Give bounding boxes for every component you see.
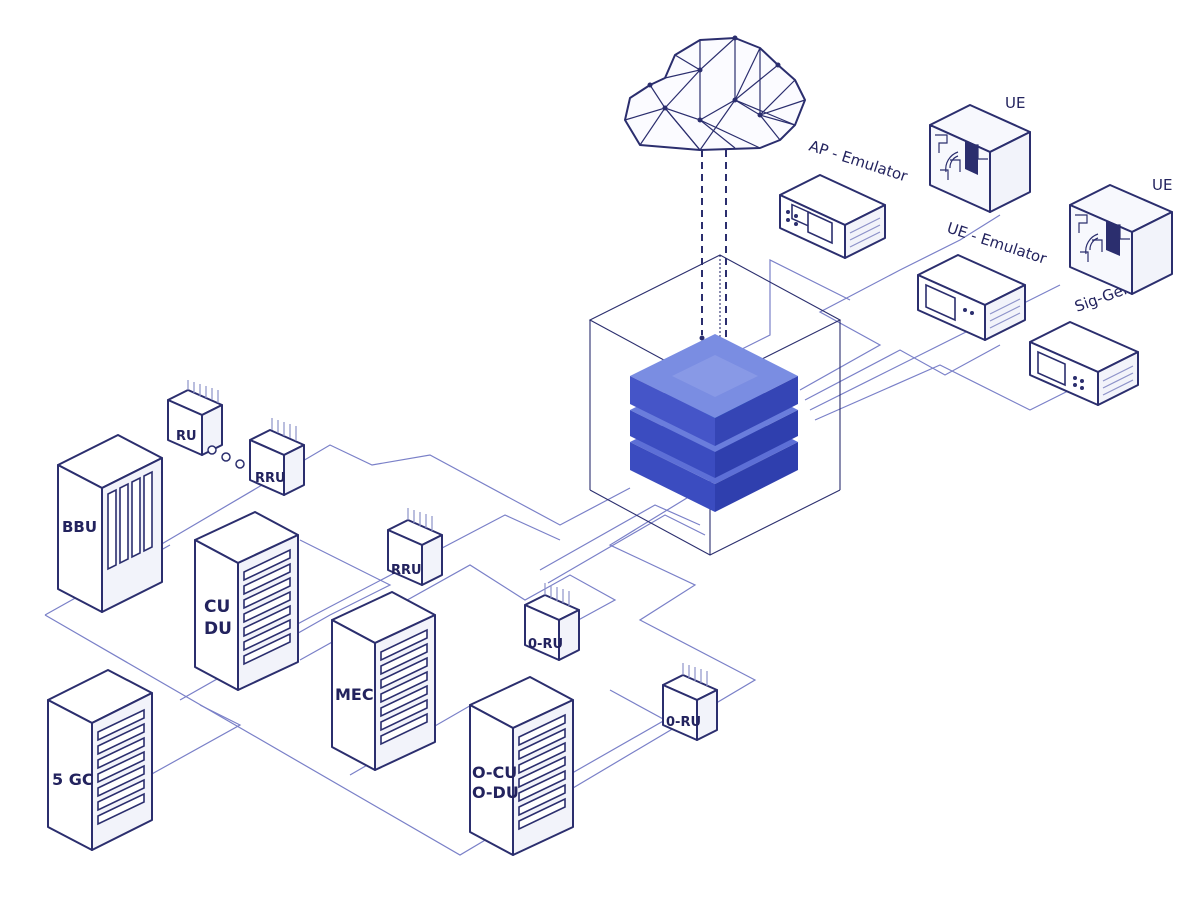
ocu-odu-label-line2: O-DU — [472, 783, 519, 802]
link-ue-top — [799, 214, 1001, 391]
ue-emulator-device: UE - Emulator — [917, 219, 1050, 341]
ocu-odu-rack: O-CU O-DU — [469, 676, 574, 856]
rru-middle-label: RRU — [391, 563, 422, 578]
cu-du-label-line2: DU — [204, 619, 232, 639]
cloud-icon — [624, 35, 806, 151]
link-main-loop — [44, 489, 757, 856]
oru-upper-label: 0-RU — [528, 637, 563, 652]
sig-gen-device: Sig-Gen — [1029, 278, 1139, 406]
mec-slots — [380, 628, 428, 746]
5gc-rack: 5 GC — [47, 669, 153, 851]
central-cube — [588, 254, 842, 556]
link-to-stack-1 — [539, 504, 701, 571]
ue-right-label: UE — [1152, 176, 1172, 194]
link-ocu-oru — [559, 689, 667, 781]
oru-unit-lower: 0-RU — [662, 663, 718, 741]
ru-label: RU — [176, 429, 197, 444]
5gc-slots — [97, 708, 145, 826]
ru-unit: RU — [167, 380, 223, 456]
bbu-rack: BBU — [57, 434, 163, 613]
rru-unit-top: RRU — [249, 418, 305, 496]
5gc-label: 5 GC — [52, 770, 94, 789]
ap-emulator-device: AP - Emulator — [779, 137, 911, 259]
oru-lower-label: 0-RU — [666, 715, 701, 730]
cloud-uplink — [699, 150, 729, 351]
ue-cube-top: UE — [929, 94, 1031, 213]
data-stack-icon — [630, 334, 798, 512]
mec-rack: MEC — [331, 591, 436, 771]
ocu-odu-slots — [518, 713, 566, 831]
ue-top-label: UE — [1005, 94, 1025, 112]
link-ue-emulator — [804, 344, 1001, 401]
ue-cube-right: UE — [1069, 176, 1173, 295]
link-sig-gen — [814, 364, 1081, 421]
link-to-stack-2 — [547, 514, 706, 584]
link-mec-oru — [299, 564, 617, 661]
cu-du-rack: CU DU — [194, 511, 299, 691]
rru-top-label: RRU — [255, 471, 286, 486]
link-5gc — [149, 704, 242, 776]
ellipsis-dots — [207, 445, 245, 469]
oru-unit-upper: 0-RU — [524, 583, 580, 661]
bbu-label: BBU — [62, 518, 97, 536]
link-ue-right — [809, 284, 1061, 411]
cu-du-slots — [243, 548, 291, 666]
cu-du-label-line1: CU — [204, 597, 230, 617]
rru-unit-middle: RRU — [387, 508, 443, 586]
mec-label: MEC — [335, 685, 374, 704]
ocu-odu-label-line1: O-CU — [472, 763, 517, 782]
